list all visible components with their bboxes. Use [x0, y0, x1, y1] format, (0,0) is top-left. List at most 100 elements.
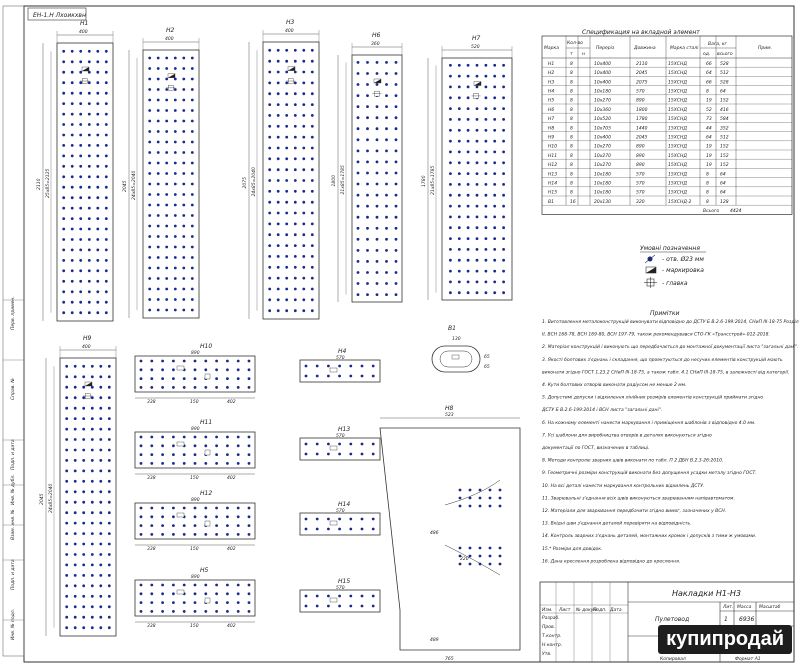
bolt-hole	[394, 127, 398, 131]
bolt-hole	[449, 204, 452, 208]
bolt-hole	[79, 81, 83, 85]
marking-icon	[168, 73, 175, 78]
bolt-hole	[156, 172, 160, 175]
bolt-hole	[484, 85, 488, 89]
bolt-hole	[493, 226, 497, 230]
bolt-hole	[182, 601, 186, 604]
bolt-hole	[87, 259, 91, 262]
bolt-hole	[90, 511, 94, 515]
bolt-hole	[87, 70, 91, 74]
bolt-hole	[62, 217, 66, 221]
plate-mark: H11	[200, 419, 212, 426]
bolt-hole	[268, 157, 272, 161]
bolt-hole	[449, 161, 452, 165]
bolt-hole	[475, 193, 479, 197]
spec-cell: 19	[706, 144, 712, 150]
bolt-hole	[79, 311, 83, 315]
bolt-hole	[375, 237, 379, 241]
bolt-hole	[172, 524, 175, 527]
bolt-hole	[268, 168, 272, 172]
bolt-hole	[82, 479, 86, 483]
bolt-hole	[172, 377, 175, 380]
bolt-hole	[90, 448, 94, 452]
bolt-hole	[394, 249, 398, 252]
spec-cell: 66	[706, 61, 712, 67]
bolt-hole	[285, 168, 289, 172]
bolt-hole	[70, 279, 74, 283]
bolt-hole	[79, 248, 83, 252]
bolt-hole	[104, 279, 108, 283]
spec-cell: 64	[720, 181, 726, 187]
plate-width: 520	[471, 44, 480, 50]
bolt-hole	[449, 74, 452, 78]
bolt-hole	[375, 282, 379, 285]
bolt-hole	[502, 258, 505, 262]
bolt-hole	[165, 56, 169, 60]
bolt-hole	[182, 462, 186, 465]
bolt-hole	[484, 172, 488, 176]
bolt-hole	[360, 517, 364, 521]
bolt-hole	[193, 506, 197, 510]
plate-mark: H15	[338, 578, 350, 585]
bolt-hole	[104, 290, 108, 294]
bolt-hole	[356, 271, 360, 274]
bolt-hole	[247, 601, 251, 604]
bolt-hole	[90, 427, 94, 431]
bolt-hole	[82, 364, 86, 368]
bolt-hole	[107, 511, 111, 515]
bolt-hole	[475, 258, 479, 262]
bolt-hole	[304, 604, 308, 608]
note-line: 3. Якостi болтових з'єднань i складання,…	[542, 357, 783, 363]
plate-mark: H7	[472, 35, 481, 42]
bolt-hole	[293, 135, 297, 139]
weld-icon	[204, 449, 211, 456]
bolt-hole	[310, 222, 314, 226]
bolt-hole	[90, 396, 94, 400]
bolt-hole	[502, 215, 505, 219]
bolt-hole	[449, 139, 452, 143]
bolt-hole	[375, 193, 379, 197]
bolt-hole	[62, 49, 66, 53]
bolt-hole	[182, 308, 186, 312]
bolt-hole	[457, 85, 461, 89]
spec-cell: 10x400	[594, 79, 611, 85]
bolt-hole	[190, 193, 194, 196]
bolt-hole	[226, 462, 229, 465]
bolt-hole	[99, 542, 103, 546]
bolt-hole	[449, 150, 452, 154]
bolt-hole	[90, 594, 94, 598]
note-line: 12. Матерiали для зварювання передбачити…	[542, 508, 726, 514]
note-line: 15.* Розмiри для довiдок.	[542, 546, 602, 552]
bolt-hole	[190, 298, 194, 301]
bolt-hole	[182, 140, 186, 144]
bolt-hole	[104, 123, 108, 126]
bolt-hole	[457, 74, 461, 78]
bolt-hole	[385, 149, 388, 153]
bolt-hole	[502, 63, 505, 67]
bolt-hole	[150, 444, 154, 448]
plate-height: 2110	[36, 178, 42, 190]
bolt-hole	[87, 311, 91, 315]
plate-spec: 21x85=1785	[340, 165, 346, 194]
weld-legend-icon	[644, 277, 657, 288]
bolt-hole	[87, 81, 91, 85]
bolt-hole	[165, 308, 169, 312]
bolt-hole	[70, 290, 74, 294]
bolt-hole	[139, 368, 143, 372]
dim-b: 150	[190, 623, 199, 629]
bolt-hole	[360, 374, 364, 378]
bolt-hole	[475, 63, 479, 67]
side-label: Подп. и дата	[10, 439, 16, 470]
bolt-hole	[204, 386, 208, 389]
bolt-hole	[268, 222, 272, 226]
bolt-hole	[493, 139, 497, 143]
bolt-hole	[285, 92, 289, 96]
plate-height: 1800	[331, 175, 337, 187]
spec-cell: 20x130	[594, 199, 611, 205]
bolt-hole	[204, 368, 208, 372]
bolt-hole	[148, 56, 152, 60]
bolt-hole	[90, 438, 94, 441]
spec-cell: 10x400	[594, 70, 611, 76]
bolt-hole	[226, 506, 229, 510]
